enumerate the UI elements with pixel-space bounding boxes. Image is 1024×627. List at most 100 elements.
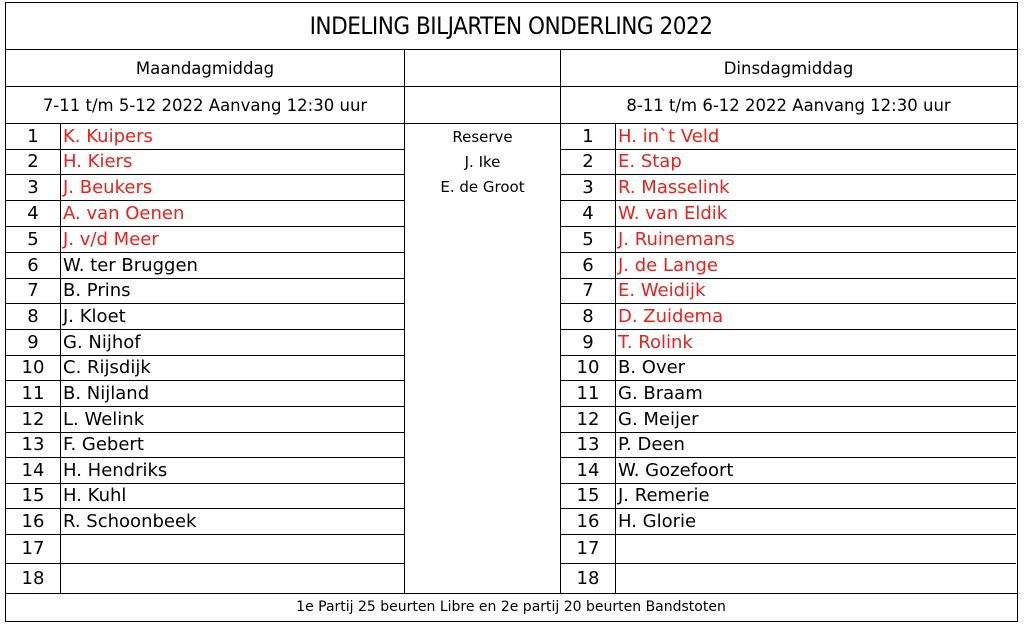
row-number: 15 <box>576 485 600 506</box>
row-number: 8 <box>582 305 594 327</box>
divider <box>6 123 1017 124</box>
divider <box>6 593 1017 594</box>
player-name: P. Deen <box>618 434 685 455</box>
row-number: 17 <box>576 538 600 559</box>
player-name: H. Hendriks <box>63 459 168 481</box>
row-number: 10 <box>576 357 600 378</box>
row-divider <box>6 355 404 356</box>
player-name: W. van Eldik <box>618 202 728 224</box>
row-number: 11 <box>21 382 45 404</box>
row-divider <box>561 534 1016 535</box>
row-divider <box>6 406 404 407</box>
player-name: E. Stap <box>618 151 682 172</box>
player-name: G. Braam <box>618 382 703 404</box>
row-divider <box>561 563 1016 564</box>
row-divider <box>561 432 1016 433</box>
row-divider <box>6 483 404 484</box>
player-name: K. Kuipers <box>63 126 153 147</box>
player-name: R. Schoonbeek <box>63 510 197 532</box>
row-number: 7 <box>27 280 39 301</box>
player-name: C. Rijsdijk <box>63 357 151 378</box>
row-number: 3 <box>27 176 39 198</box>
row-number: 9 <box>582 331 594 353</box>
row-divider <box>6 380 404 381</box>
player-name: B. Prins <box>63 280 131 301</box>
row-number: 2 <box>27 151 39 172</box>
player-name: H. Glorie <box>618 510 697 532</box>
row-divider <box>6 278 404 279</box>
row-number: 6 <box>27 254 39 276</box>
player-name <box>616 534 1016 563</box>
player-name: H. Kiers <box>63 151 133 172</box>
row-number: 10 <box>21 357 45 378</box>
tuesday-heading: Dinsdagmiddag <box>723 58 854 78</box>
row-number: 18 <box>21 567 45 589</box>
row-divider <box>561 329 1016 330</box>
row-divider <box>6 432 404 433</box>
row-number: 17 <box>21 538 45 559</box>
row-number: 9 <box>27 331 39 353</box>
row-number: 14 <box>21 459 45 481</box>
row-number: 15 <box>21 485 45 506</box>
divider <box>615 123 616 593</box>
row-divider <box>6 329 404 330</box>
row-divider <box>561 380 1016 381</box>
row-number: 1 <box>27 126 39 147</box>
row-divider <box>6 252 404 253</box>
row-divider <box>561 303 1016 304</box>
reserve-name: J. Ike <box>464 152 501 171</box>
row-number: 2 <box>582 151 594 172</box>
player-name: D. Zuidema <box>618 305 724 327</box>
row-divider <box>6 508 404 509</box>
footer-note: 1e Partij 25 beurten Libre en 2e partij … <box>296 599 726 615</box>
player-name: J. de Lange <box>618 254 718 276</box>
player-name: J. Remerie <box>618 485 710 506</box>
divider <box>60 123 61 593</box>
reserve-name: E. de Groot <box>440 177 525 196</box>
row-number: 3 <box>582 176 594 198</box>
player-name: H. Kuhl <box>63 485 127 506</box>
row-divider <box>561 355 1016 356</box>
monday-period: 7-11 t/m 5-12 2022 Aanvang 12:30 uur <box>42 95 368 115</box>
row-divider <box>6 303 404 304</box>
row-number: 4 <box>582 202 594 224</box>
reserve-heading: Reserve <box>452 127 513 146</box>
row-divider <box>561 226 1016 227</box>
row-number: 12 <box>21 408 45 430</box>
row-divider <box>561 457 1016 458</box>
row-divider <box>561 483 1016 484</box>
player-name: E. Weidijk <box>618 280 706 301</box>
row-number: 5 <box>582 228 594 250</box>
player-name: B. Nijland <box>63 382 150 404</box>
row-number: 18 <box>576 567 600 589</box>
player-name: A. van Oenen <box>63 202 185 224</box>
row-divider <box>6 200 404 201</box>
row-number: 16 <box>21 510 45 532</box>
row-divider <box>6 534 404 535</box>
row-number: 13 <box>21 434 45 455</box>
row-number: 13 <box>576 434 600 455</box>
divider <box>560 49 561 593</box>
row-number: 6 <box>582 254 594 276</box>
row-divider <box>561 278 1016 279</box>
player-name: H. in`t Veld <box>618 126 720 147</box>
player-name <box>616 563 1016 593</box>
row-divider <box>561 508 1016 509</box>
player-name: J. Beukers <box>63 176 153 198</box>
row-number: 16 <box>576 510 600 532</box>
row-divider <box>6 457 404 458</box>
page-title: INDELING BILJARTEN ONDERLING 2022 <box>309 12 713 40</box>
schedule-sheet: INDELING BILJARTEN ONDERLING 2022 Maanda… <box>5 2 1018 622</box>
player-name: L. Welink <box>63 408 145 430</box>
row-divider <box>561 149 1016 150</box>
player-name: G. Nijhof <box>63 331 141 353</box>
player-name: T. Rolink <box>618 331 693 353</box>
row-divider <box>561 406 1016 407</box>
divider <box>6 86 1017 87</box>
divider <box>404 49 405 593</box>
row-number: 11 <box>576 382 600 404</box>
player-name: W. ter Bruggen <box>63 254 198 276</box>
monday-heading: Maandagmiddag <box>135 58 275 78</box>
divider <box>6 49 1017 50</box>
row-divider <box>6 563 404 564</box>
